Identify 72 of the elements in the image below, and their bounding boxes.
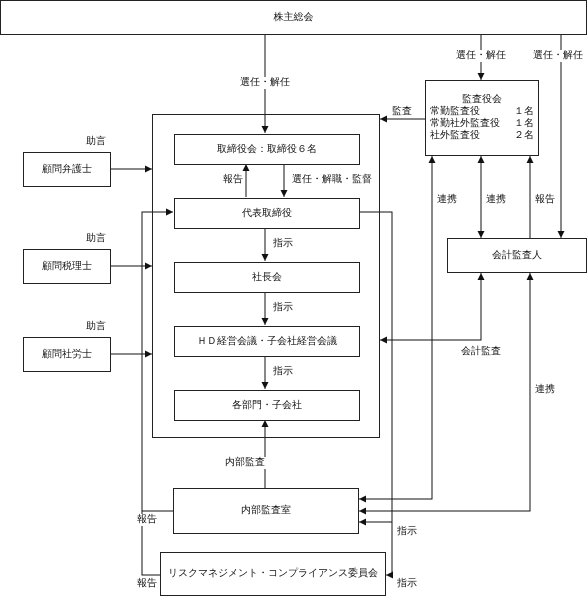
arrow — [358, 272, 534, 514]
box-label: 会計監査人 — [492, 250, 542, 262]
arrow — [262, 228, 268, 262]
arrow — [262, 34, 268, 134]
member-count: ２名 — [514, 130, 534, 142]
group-frame — [152, 114, 380, 438]
box-label: 社長会 — [252, 272, 282, 284]
member-count: １名 — [514, 118, 534, 130]
org-box — [23, 337, 111, 372]
box-label: 顧問弁護士 — [42, 164, 92, 176]
advice-label: 助言 — [86, 136, 106, 148]
board-box — [425, 80, 539, 156]
member-role: 社外監査役 — [430, 130, 481, 142]
edge-label: 内部監査 — [224, 457, 266, 469]
arrow — [242, 164, 250, 198]
box-label: リスクマネジメント・コンプライアンス委員会 — [168, 568, 378, 580]
org-box — [174, 262, 360, 293]
box-label: 取締役会：取締役６名 — [217, 144, 317, 156]
edge-label: 監査 — [391, 106, 413, 118]
edge-label: 指示 — [396, 526, 418, 538]
edge-label: 指示 — [396, 578, 418, 590]
org-box — [447, 238, 587, 273]
edge-label: 指示 — [272, 238, 294, 250]
arrow — [358, 156, 436, 502]
edge-label: 選任・解任 — [455, 50, 507, 62]
org-box — [174, 390, 360, 421]
member-role: 常勤社外監査役 — [430, 118, 500, 130]
arrow — [478, 156, 484, 238]
edge-label: 選任・解任 — [532, 50, 584, 62]
org-box — [174, 326, 360, 357]
arrow — [262, 292, 268, 326]
arrow — [110, 166, 152, 172]
edge-label: 報告 — [222, 174, 244, 186]
org-box — [173, 488, 359, 534]
edge-label: 連携 — [485, 194, 507, 206]
org-box — [23, 152, 111, 187]
edge-label: 指示 — [272, 302, 294, 314]
edge-label: 会計監査 — [460, 346, 502, 358]
box-label: 各部門・子会社 — [232, 400, 302, 412]
org-box — [23, 249, 111, 284]
member-role: 常勤監査役 — [430, 106, 481, 118]
org-box — [174, 198, 360, 229]
arrow — [380, 116, 426, 122]
edge-label: 連携 — [436, 194, 458, 206]
box-label: 顧問社労士 — [42, 348, 92, 360]
arrow — [558, 34, 564, 238]
board-heading: 監査役会 — [462, 94, 502, 106]
box-label: ＨＤ経営会議・子会社経営会議 — [197, 336, 337, 348]
box-label: 株主総会 — [274, 12, 314, 24]
box-label: 顧問税理士 — [42, 260, 92, 272]
edge-label: 報告 — [136, 514, 158, 526]
edge-label: 指示 — [272, 366, 294, 378]
arrow — [380, 272, 484, 344]
box-label: 内部監査室 — [241, 505, 291, 517]
advice-label: 助言 — [86, 233, 106, 245]
edge-label: 選任・解任 — [239, 77, 291, 89]
org-box — [0, 0, 587, 35]
arrow — [280, 164, 288, 198]
edge-label: 選任・解職・監督 — [291, 174, 373, 186]
arrow — [110, 262, 152, 270]
member-count: １名 — [514, 106, 534, 118]
arrow — [262, 356, 268, 390]
edge-label: 報告 — [534, 194, 556, 206]
arrow — [142, 208, 174, 576]
org-box — [174, 134, 360, 165]
advice-label: 助言 — [86, 321, 106, 333]
box-label: 代表取締役 — [242, 208, 292, 220]
edge-label: 連携 — [534, 384, 556, 396]
org-box — [160, 552, 386, 596]
arrow — [526, 156, 534, 238]
arrow — [110, 350, 152, 358]
edge-label: 報告 — [136, 578, 158, 590]
